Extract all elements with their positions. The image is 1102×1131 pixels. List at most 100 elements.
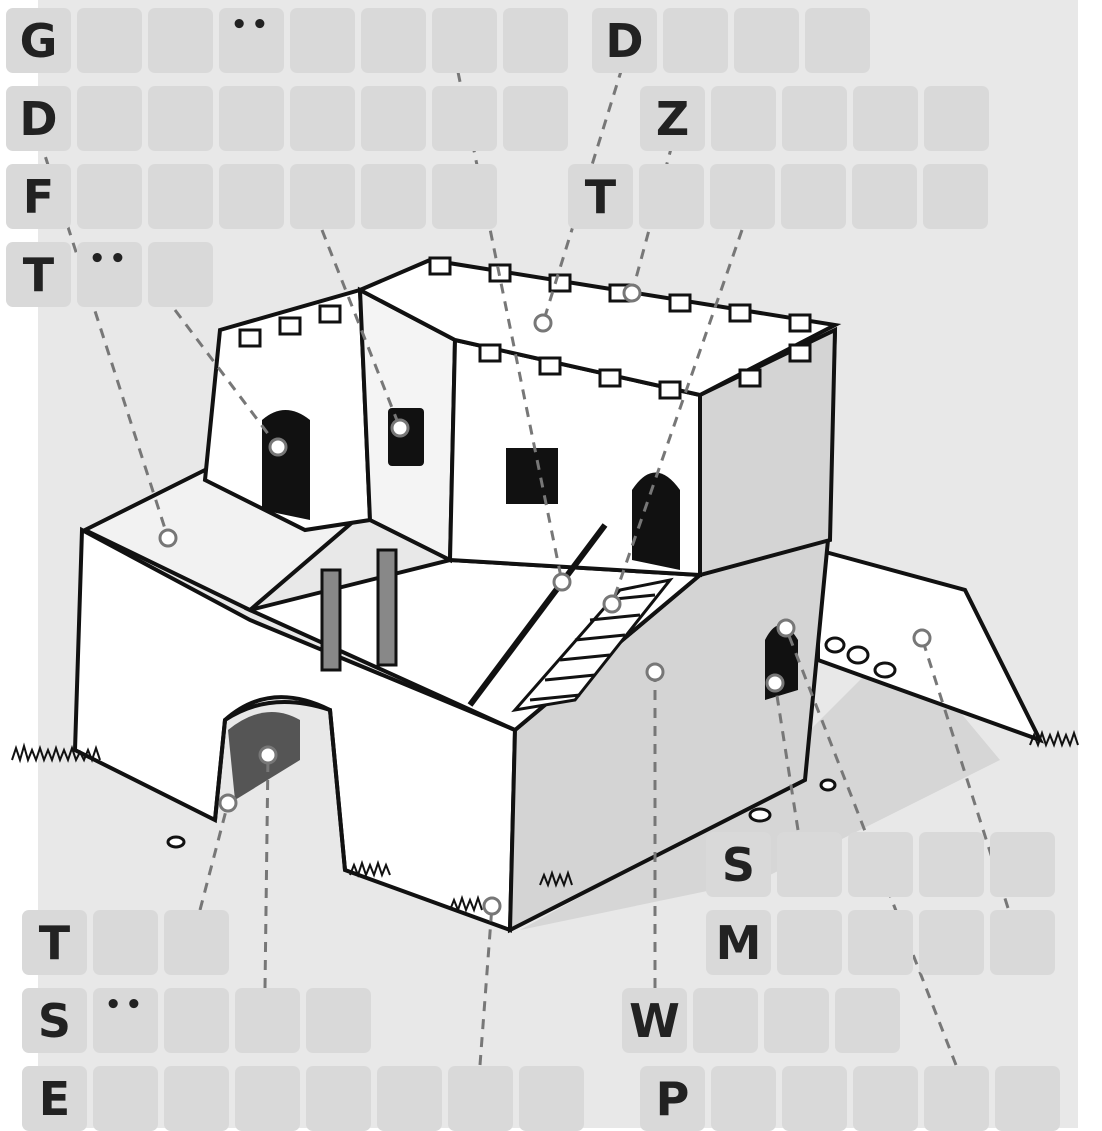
cell-empty[interactable] bbox=[853, 86, 918, 151]
cell-first-letter[interactable]: S bbox=[22, 988, 87, 1053]
letter-label: W bbox=[629, 998, 680, 1044]
letter-label: M bbox=[716, 920, 762, 966]
cell-empty[interactable] bbox=[164, 910, 229, 975]
cell-empty[interactable] bbox=[361, 8, 426, 73]
cell-empty[interactable] bbox=[448, 1066, 513, 1131]
row-f: F bbox=[6, 164, 497, 229]
cell-empty[interactable] bbox=[77, 164, 142, 229]
cell-empty[interactable] bbox=[805, 8, 870, 73]
cell-first-letter[interactable]: M bbox=[706, 910, 771, 975]
cell-umlaut[interactable]: •• bbox=[93, 988, 158, 1053]
letter-label: D bbox=[19, 96, 57, 142]
cell-empty[interactable] bbox=[777, 832, 842, 897]
row-s2: S bbox=[706, 832, 1055, 897]
cell-umlaut[interactable]: •• bbox=[77, 242, 142, 307]
tower-window bbox=[388, 408, 424, 466]
cell-empty[interactable] bbox=[519, 1066, 584, 1131]
cell-first-letter[interactable]: D bbox=[6, 86, 71, 151]
letter-label: E bbox=[39, 1076, 70, 1122]
cell-empty[interactable] bbox=[924, 1066, 989, 1131]
cell-empty[interactable] bbox=[782, 1066, 847, 1131]
cell-empty[interactable] bbox=[148, 164, 213, 229]
cell-empty[interactable] bbox=[835, 988, 900, 1053]
cell-empty[interactable] bbox=[361, 164, 426, 229]
cell-empty[interactable] bbox=[924, 86, 989, 151]
cell-empty[interactable] bbox=[164, 988, 229, 1053]
cell-empty[interactable] bbox=[503, 86, 568, 151]
cell-empty[interactable] bbox=[148, 86, 213, 151]
cell-empty[interactable] bbox=[711, 1066, 776, 1131]
row-t1: T bbox=[568, 164, 988, 229]
cell-empty[interactable] bbox=[77, 86, 142, 151]
cell-empty[interactable] bbox=[164, 1066, 229, 1131]
cell-empty[interactable] bbox=[290, 8, 355, 73]
cell-empty[interactable] bbox=[990, 910, 1055, 975]
cell-empty[interactable] bbox=[432, 86, 497, 151]
cell-empty[interactable] bbox=[711, 86, 776, 151]
cell-empty[interactable] bbox=[919, 832, 984, 897]
cell-empty[interactable] bbox=[93, 1066, 158, 1131]
cell-first-letter[interactable]: E bbox=[22, 1066, 87, 1131]
cell-empty[interactable] bbox=[361, 86, 426, 151]
row-w: W bbox=[622, 988, 900, 1053]
letter-label: S bbox=[38, 998, 71, 1044]
cell-first-letter[interactable]: D bbox=[592, 8, 657, 73]
cell-empty[interactable] bbox=[639, 164, 704, 229]
cell-empty[interactable] bbox=[848, 910, 913, 975]
cell-empty[interactable] bbox=[306, 1066, 371, 1131]
cell-empty[interactable] bbox=[77, 8, 142, 73]
cell-first-letter[interactable]: T bbox=[22, 910, 87, 975]
cell-umlaut[interactable]: •• bbox=[219, 8, 284, 73]
cell-empty[interactable] bbox=[93, 910, 158, 975]
cell-empty[interactable] bbox=[710, 164, 775, 229]
cell-empty[interactable] bbox=[781, 164, 846, 229]
cell-empty[interactable] bbox=[923, 164, 988, 229]
letter-label: T bbox=[39, 920, 70, 966]
cell-empty[interactable] bbox=[990, 832, 1055, 897]
cell-empty[interactable] bbox=[290, 164, 355, 229]
cell-empty[interactable] bbox=[693, 988, 758, 1053]
cell-empty[interactable] bbox=[663, 8, 728, 73]
cell-first-letter[interactable]: Z bbox=[640, 86, 705, 151]
letter-label: D bbox=[605, 18, 643, 64]
row-d2: D bbox=[592, 8, 870, 73]
cell-empty[interactable] bbox=[503, 8, 568, 73]
cell-empty[interactable] bbox=[764, 988, 829, 1053]
cell-empty[interactable] bbox=[848, 832, 913, 897]
cell-first-letter[interactable]: T bbox=[568, 164, 633, 229]
cell-empty[interactable] bbox=[432, 8, 497, 73]
row-d1: D bbox=[6, 86, 568, 151]
row-e: E bbox=[22, 1066, 584, 1131]
umlaut-dots: •• bbox=[93, 990, 158, 1020]
cell-first-letter[interactable]: P bbox=[640, 1066, 705, 1131]
cell-empty[interactable] bbox=[148, 242, 213, 307]
letter-label: Z bbox=[656, 96, 689, 142]
cell-empty[interactable] bbox=[853, 1066, 918, 1131]
cell-empty[interactable] bbox=[306, 988, 371, 1053]
cell-empty[interactable] bbox=[734, 8, 799, 73]
cell-first-letter[interactable]: T bbox=[6, 242, 71, 307]
cell-empty[interactable] bbox=[777, 910, 842, 975]
cell-first-letter[interactable]: S bbox=[706, 832, 771, 897]
row-s1: S •• bbox=[22, 988, 371, 1053]
cell-empty[interactable] bbox=[235, 1066, 300, 1131]
row-p: P bbox=[640, 1066, 1060, 1131]
cell-empty[interactable] bbox=[377, 1066, 442, 1131]
cell-empty[interactable] bbox=[235, 988, 300, 1053]
cell-empty[interactable] bbox=[782, 86, 847, 151]
cell-empty[interactable] bbox=[219, 164, 284, 229]
cell-first-letter[interactable]: G bbox=[6, 8, 71, 73]
letter-label: T bbox=[585, 174, 616, 220]
cell-empty[interactable] bbox=[290, 86, 355, 151]
cell-empty[interactable] bbox=[852, 164, 917, 229]
letter-label: T bbox=[23, 252, 54, 298]
cell-empty[interactable] bbox=[432, 164, 497, 229]
cell-empty[interactable] bbox=[919, 910, 984, 975]
upper-door bbox=[262, 410, 310, 520]
cell-first-letter[interactable]: F bbox=[6, 164, 71, 229]
cell-empty[interactable] bbox=[219, 86, 284, 151]
cell-first-letter[interactable]: W bbox=[622, 988, 687, 1053]
row-m: M bbox=[706, 910, 1055, 975]
cell-empty[interactable] bbox=[148, 8, 213, 73]
cell-empty[interactable] bbox=[995, 1066, 1060, 1131]
